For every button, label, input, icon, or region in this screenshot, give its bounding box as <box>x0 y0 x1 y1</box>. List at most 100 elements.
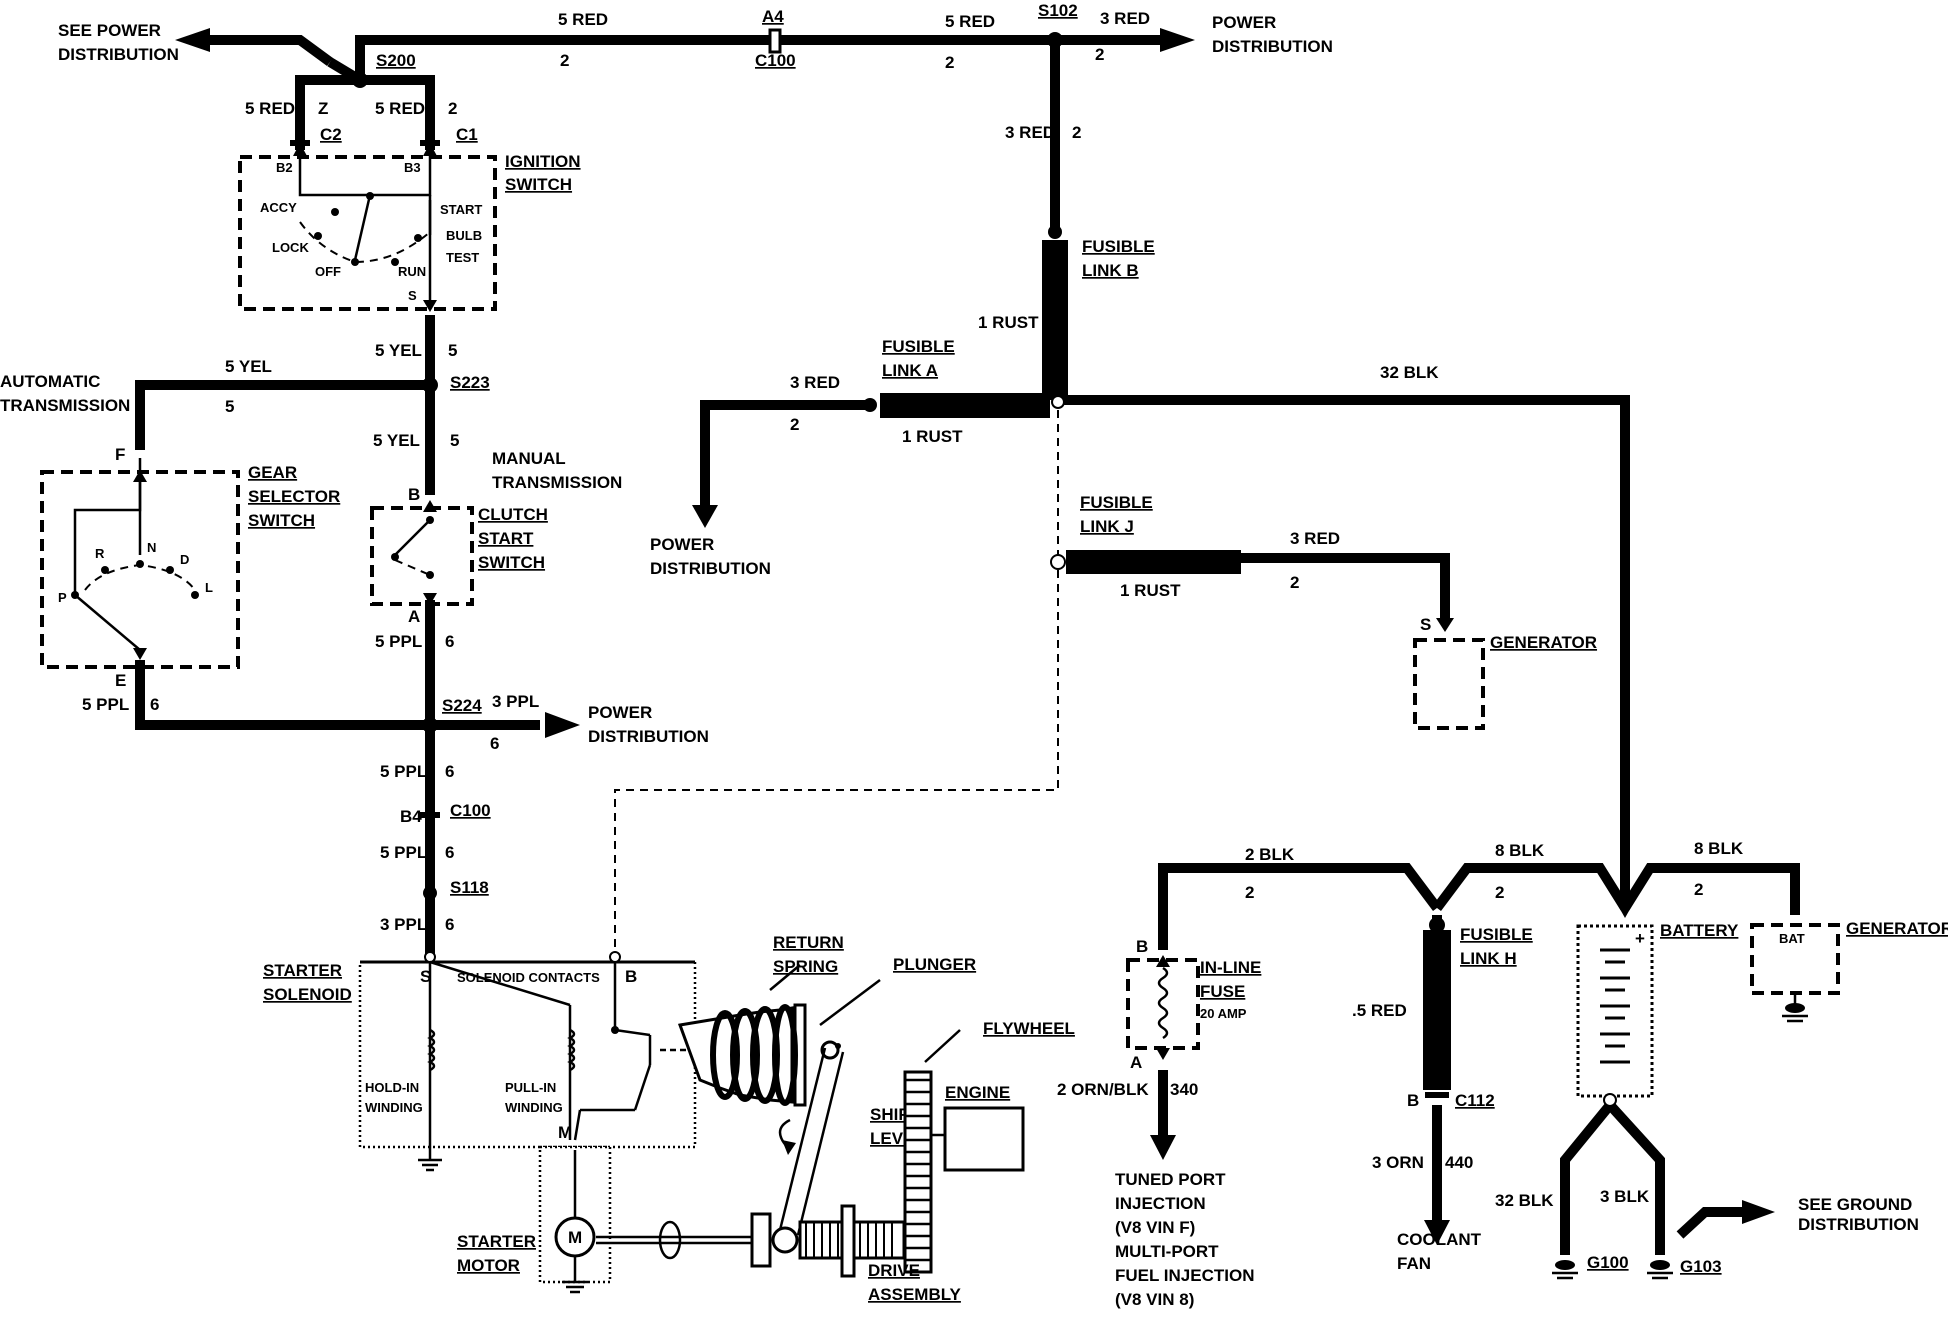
fusible-link-a <box>692 393 1050 528</box>
wire-gauge: 2 <box>1072 123 1081 142</box>
wire-label: 5 YEL <box>373 431 420 450</box>
shift-lever <box>771 1040 845 1254</box>
wire-label: 2 ORN/BLK <box>1057 1080 1149 1099</box>
fusible-link-j-label-2: LINK J <box>1080 517 1134 536</box>
g103-label: G103 <box>1680 1257 1722 1276</box>
splice-s102-dot <box>1047 32 1063 48</box>
motor-m: M <box>568 1228 582 1247</box>
tpi-label-5: FUEL INJECTION <box>1115 1266 1254 1285</box>
wire-gauge: 5 <box>450 431 459 450</box>
wire-label: 8 BLK <box>1495 841 1545 860</box>
splice-s118-label: S118 <box>450 878 489 897</box>
pin-f: F <box>115 445 125 464</box>
wire-gauge: 6 <box>445 762 454 781</box>
ground-dist-label-2: DISTRIBUTION <box>1798 1215 1919 1234</box>
tpi-label-4: MULTI-PORT <box>1115 1242 1219 1261</box>
ignition-switch-label-2: SWITCH <box>505 175 572 194</box>
splice-s223-dot <box>422 377 438 393</box>
splice-s224-dot <box>422 717 438 733</box>
splice-s200-label: S200 <box>376 51 416 70</box>
power-dist-s224: POWER <box>588 703 652 722</box>
fusible-link-b-label-2: LINK B <box>1082 261 1139 280</box>
ignition-switch <box>238 143 497 312</box>
generator-s <box>1413 638 1485 730</box>
wire-gauge: 2 <box>560 51 569 70</box>
return-spring-label-2: SPRING <box>773 957 838 976</box>
hold-in-label-2: WINDING <box>365 1100 423 1115</box>
starter-motor <box>538 1145 760 1294</box>
wire-label: 2 BLK <box>1245 845 1295 864</box>
pull-in-label: PULL-IN <box>505 1080 556 1095</box>
clutch-label-3: SWITCH <box>478 553 545 572</box>
generator-bat <box>1750 923 1840 1023</box>
gear-p: P <box>58 590 67 605</box>
plunger-label: PLUNGER <box>893 955 976 974</box>
connector-c1-label: C1 <box>456 125 478 144</box>
wire-gauge: 2 <box>1495 883 1504 902</box>
generator-label: GENERATOR <box>1490 633 1597 652</box>
connector-a4-label: A4 <box>762 7 784 26</box>
wire-label: 5 PPL <box>380 843 427 862</box>
wire-label: 3 RED <box>790 373 840 392</box>
pin-s-sol: S <box>420 967 431 986</box>
ground-dist-label: SEE GROUND <box>1798 1195 1912 1214</box>
tpi-label-2: INJECTION <box>1115 1194 1206 1213</box>
wire-gauge: 440 <box>1445 1153 1473 1172</box>
wire-label: 3 BLK <box>1600 1187 1650 1206</box>
battery-plus: + <box>1635 929 1645 948</box>
wire-label: 5 RED <box>375 99 425 118</box>
engine-label: ENGINE <box>945 1083 1010 1102</box>
wire-gauge: 6 <box>490 734 499 753</box>
wire-gauge: 2 <box>790 415 799 434</box>
fusible-link-a-label: FUSIBLE <box>882 337 955 356</box>
auto-trans-label: AUTOMATIC <box>0 372 100 391</box>
pin-b4: B4 <box>400 807 422 826</box>
connector-c100-top <box>768 28 782 54</box>
wire-gauge: 5 <box>225 397 234 416</box>
wire-label: 1 RUST <box>902 427 963 446</box>
wire-label: 5 PPL <box>380 762 427 781</box>
connector-c112-label: C112 <box>1455 1091 1495 1110</box>
wire-label: 5 RED <box>945 12 995 31</box>
switch-pos-run: RUN <box>398 264 426 279</box>
wire-label: .5 RED <box>1352 1001 1407 1020</box>
hold-in-label: HOLD-IN <box>365 1080 419 1095</box>
splice-s118-dot <box>423 886 437 900</box>
wire-label: 3 PPL <box>380 915 427 934</box>
gear-selector-label-2: SELECTOR <box>248 487 340 506</box>
manual-trans-label-2: TRANSMISSION <box>492 473 622 492</box>
wire-label: 3 ORN <box>1372 1153 1424 1172</box>
fusible-link-b <box>1042 225 1068 400</box>
flywheel-label: FLYWHEEL <box>983 1019 1075 1038</box>
fusible-link-h-label-2: LINK H <box>1460 949 1517 968</box>
drive-label-2: ASSEMBLY <box>868 1285 962 1304</box>
wire-gauge: 2 <box>945 53 954 72</box>
wire-gauge: 5 <box>448 341 457 360</box>
wire-label: 3 RED <box>1005 123 1055 142</box>
wire-label: 3 RED <box>1100 9 1150 28</box>
wire-gauge: 2 <box>448 99 457 118</box>
flywheel <box>903 1070 1025 1274</box>
fusible-link-h-label: FUSIBLE <box>1460 925 1533 944</box>
fusible-link-j-label: FUSIBLE <box>1080 493 1153 512</box>
connector-c100-label: C100 <box>755 51 796 70</box>
wire-gauge: 6 <box>445 843 454 862</box>
wire-label: 5 RED <box>558 10 608 29</box>
splice-s200-dot <box>352 72 368 88</box>
connector-c2-label: C2 <box>320 125 342 144</box>
gear-r: R <box>95 546 105 561</box>
starter-solenoid-label: STARTER <box>263 961 342 980</box>
ignition-to-starter-wires <box>135 315 580 955</box>
wire-label: 32 BLK <box>1495 1191 1554 1210</box>
wire-gauge: 2 <box>1245 883 1254 902</box>
gear-selector-label-3: SWITCH <box>248 511 315 530</box>
splice-s224-label: S224 <box>442 696 482 715</box>
pin-e: E <box>115 671 126 690</box>
pin-s: S <box>408 288 417 303</box>
solenoid-contacts-label: SOLENOID CONTACTS <box>457 970 600 985</box>
connector-c100-mid <box>420 812 440 818</box>
wire-gauge: 2 <box>1095 45 1104 64</box>
wire-label: 5 PPL <box>375 632 422 651</box>
pin-m-sol: M <box>558 1123 572 1142</box>
